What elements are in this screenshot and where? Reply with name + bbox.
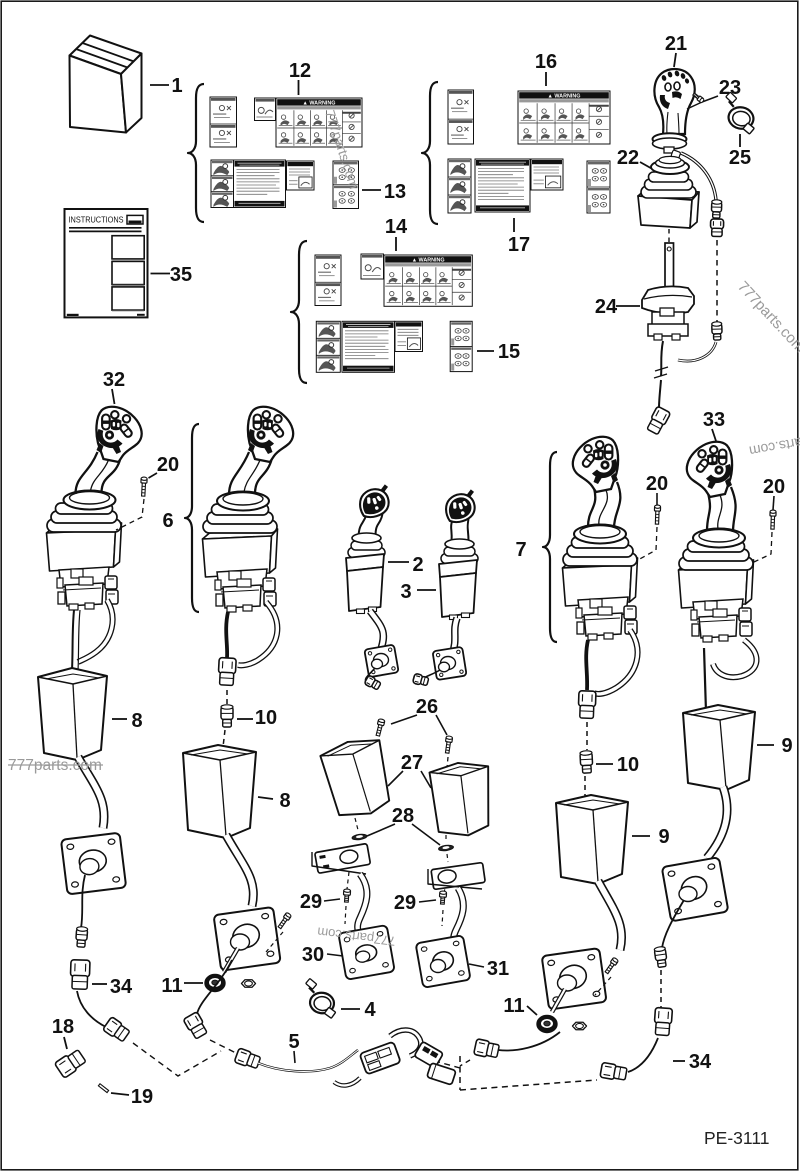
svg-text:33: 33 bbox=[703, 409, 725, 431]
svg-text:16: 16 bbox=[535, 51, 557, 73]
svg-text:13: 13 bbox=[384, 181, 406, 203]
svg-text:19: 19 bbox=[131, 1086, 153, 1108]
svg-text:2: 2 bbox=[412, 554, 423, 576]
svg-text:▲ WARNING: ▲ WARNING bbox=[548, 94, 581, 100]
svg-text:34: 34 bbox=[110, 976, 133, 998]
svg-text:6: 6 bbox=[162, 510, 173, 532]
svg-text:11: 11 bbox=[503, 995, 524, 1017]
svg-text:15: 15 bbox=[498, 341, 520, 363]
svg-text:35: 35 bbox=[170, 264, 192, 286]
svg-text:5: 5 bbox=[288, 1031, 299, 1053]
svg-text:7: 7 bbox=[515, 539, 526, 561]
svg-text:32: 32 bbox=[103, 369, 125, 391]
svg-text:34: 34 bbox=[689, 1051, 712, 1073]
svg-text:27: 27 bbox=[401, 752, 423, 774]
svg-text:11: 11 bbox=[161, 975, 182, 997]
svg-text:28: 28 bbox=[392, 805, 414, 827]
svg-text:20: 20 bbox=[763, 476, 785, 498]
svg-text:10: 10 bbox=[255, 707, 277, 729]
svg-text:14: 14 bbox=[385, 216, 408, 238]
svg-text:21: 21 bbox=[665, 33, 687, 55]
svg-text:1: 1 bbox=[171, 75, 182, 97]
svg-text:▲ WARNING: ▲ WARNING bbox=[412, 258, 445, 264]
svg-text:30: 30 bbox=[302, 944, 324, 966]
svg-text:20: 20 bbox=[157, 454, 179, 476]
svg-text:22: 22 bbox=[617, 147, 639, 169]
svg-text:8: 8 bbox=[131, 710, 142, 732]
svg-text:29: 29 bbox=[394, 892, 416, 914]
svg-text:12: 12 bbox=[289, 60, 311, 82]
svg-text:3: 3 bbox=[400, 581, 411, 603]
svg-text:23: 23 bbox=[719, 77, 741, 99]
svg-text:9: 9 bbox=[658, 826, 669, 848]
svg-text:8: 8 bbox=[279, 790, 290, 812]
svg-text:9: 9 bbox=[781, 735, 792, 757]
svg-text:INSTRUCTIONS: INSTRUCTIONS bbox=[69, 215, 124, 224]
svg-text:25: 25 bbox=[729, 147, 751, 169]
svg-text:26: 26 bbox=[416, 696, 438, 718]
svg-text:10: 10 bbox=[617, 754, 639, 776]
svg-text:31: 31 bbox=[487, 958, 509, 980]
svg-text:17: 17 bbox=[508, 234, 530, 256]
svg-text:▲ WARNING: ▲ WARNING bbox=[303, 101, 336, 107]
svg-text:4: 4 bbox=[364, 999, 376, 1021]
svg-text:18: 18 bbox=[52, 1016, 74, 1038]
svg-text:20: 20 bbox=[646, 473, 668, 495]
svg-text:24: 24 bbox=[595, 296, 618, 318]
svg-text:PE-3111: PE-3111 bbox=[704, 1128, 770, 1148]
svg-text:29: 29 bbox=[300, 891, 322, 913]
